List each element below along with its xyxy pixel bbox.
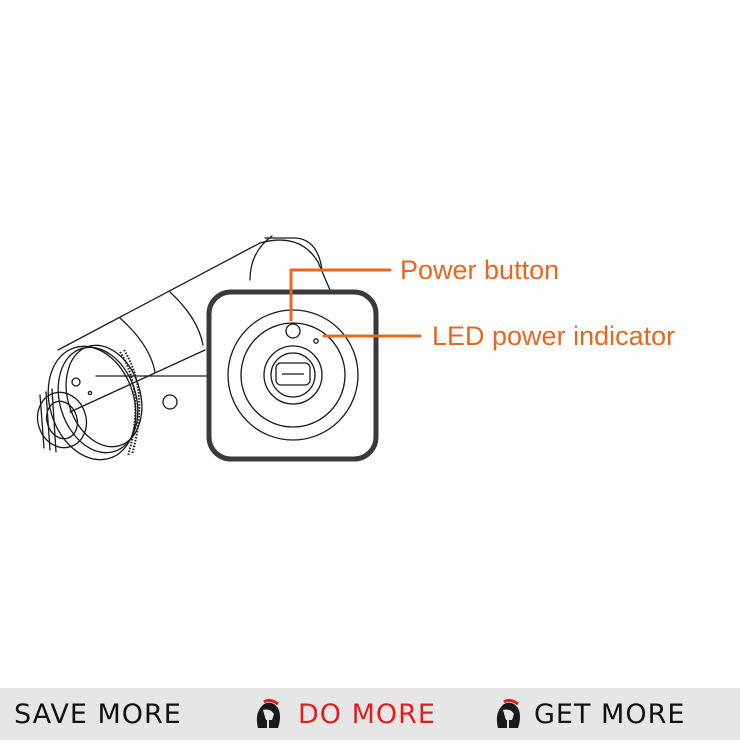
- logo-emblem: [162, 394, 178, 410]
- do-more-text: DO MORE: [298, 699, 436, 730]
- inset-power-button: [285, 323, 301, 339]
- save-more-text: SAVE MORE: [14, 699, 182, 730]
- inset-led: [313, 338, 319, 344]
- get-more-text: GET MORE: [534, 699, 686, 730]
- promo-banner: SAVE MORE DO MORE GET MORE: [0, 688, 740, 740]
- spartan-helmet-icon: [496, 698, 520, 728]
- front-ring: [47, 345, 137, 461]
- power-button-leader: [289, 268, 392, 322]
- inset-outer-ring: [227, 309, 359, 441]
- spartan-helmet-icon: [256, 698, 280, 728]
- device-body: [57, 239, 331, 351]
- threaded-nozzle: [36, 391, 88, 449]
- power-button-callout: Power button: [400, 255, 560, 285]
- led-indicator-callout: LED power indicator: [432, 321, 676, 351]
